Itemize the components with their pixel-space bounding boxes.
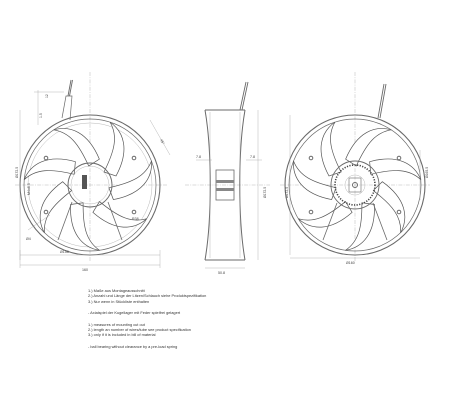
- front-view: 1.5 12 Ø172.5 Ø4 R38 Ø158 160 45° M4x8.5: [15, 72, 171, 272]
- dim-front-inner-diameter: Ø158: [60, 250, 69, 254]
- dim-front-lower-left: Ø4: [26, 237, 31, 241]
- note-en-3: 3.) only if it is included in bill of ma…: [88, 332, 156, 338]
- note-de-2: 2.) Anzahl und Länge der Litzen/Schlauch…: [88, 293, 207, 299]
- note-german-bearing: - Axialspiel der Kugellager mit Feder sp…: [88, 310, 418, 315]
- drawing-notes: 1.) Maße aus Montageausschnitt 2.) Anzah…: [88, 288, 418, 355]
- note-en-1: 1.) measures of mounting cut out: [88, 321, 145, 327]
- dim-front-angle: 45°: [159, 139, 165, 146]
- dim-rear-bottom: Ø160: [346, 261, 355, 265]
- note-de-extra: - Axialspiel der Kugellager mit Feder sp…: [88, 310, 181, 316]
- side-motor: [215, 169, 235, 201]
- front-label-plate: [82, 175, 87, 189]
- technical-drawing: 1.5 12 Ø172.5 Ø4 R38 Ø158 160 45° M4x8.5…: [15, 72, 430, 275]
- dim-front-left-diameter: Ø172.5: [15, 167, 19, 178]
- dim-rear-left-diameter: Ø172.5: [285, 187, 289, 198]
- dim-rear-right-diameter: Ø165.5: [425, 167, 429, 178]
- notes-german: 1.) Maße aus Montageausschnitt 2.) Anzah…: [88, 288, 418, 304]
- dim-side-diameter: Ø172.5: [263, 187, 267, 198]
- dim-tab-top: 12: [45, 94, 49, 98]
- dim-side-depth-mid: 7.8: [196, 155, 201, 159]
- dim-front-radius: R38: [132, 217, 139, 221]
- note-de-1: 1.) Maße aus Montageausschnitt: [88, 288, 145, 293]
- note-en-2: 2.) length an number of wires/tube see p…: [88, 327, 191, 333]
- dim-front-screw: M4x8.5: [27, 183, 31, 195]
- notes-english: 1.) measures of mounting cut out 2.) len…: [88, 322, 418, 338]
- front-hub: [67, 162, 113, 208]
- note-en-extra: - ball bearing without clearance by a pr…: [88, 343, 178, 349]
- dim-side-width: 50.8: [218, 271, 225, 275]
- front-blades: [23, 121, 152, 251]
- dim-blade-tip: 1.5: [39, 113, 43, 118]
- note-de-3: 3.) Nur wenn in Stückliste enthalten: [88, 298, 150, 304]
- rear-blades: [293, 121, 422, 251]
- side-view: 7.8 7.8 Ø172.5 50.8: [185, 81, 270, 275]
- dim-side-depth-right: 7.8: [250, 155, 255, 159]
- rear-hub: [330, 160, 380, 210]
- rear-outer-ring: [284, 114, 426, 256]
- rear-center-plate: [348, 177, 362, 193]
- rear-view: Ø172.5 Ø165.5 Ø160: [280, 72, 430, 265]
- dim-front-outer-width: 160: [82, 268, 88, 272]
- note-english-bearing: - ball bearing without clearance by a pr…: [88, 344, 418, 349]
